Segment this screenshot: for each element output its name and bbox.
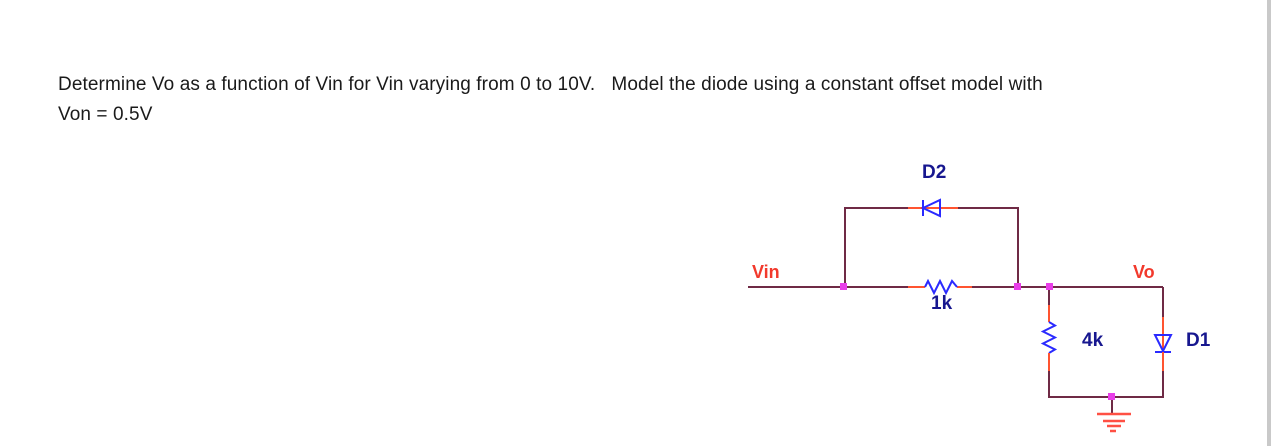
problem-text-line2: Von = 0.5V (58, 104, 153, 125)
resistor-symbol-4k (1040, 321, 1058, 354)
label-net-vo: Vo (1133, 262, 1155, 282)
diode-d2-triangle-icon (920, 198, 941, 218)
ground-symbol (1097, 412, 1131, 433)
problem-text-line1: Determine Vo as a function of Vin for Vi… (58, 74, 1043, 95)
junction-dot-branch-return (1014, 283, 1021, 290)
label-d1: D1 (1186, 330, 1211, 351)
schematic-canvas (748, 198, 1173, 433)
label-resistor-4k: 4k (1082, 330, 1104, 351)
label-resistor-1k: 1k (931, 293, 953, 314)
junction-dot-vo-node (1046, 283, 1053, 290)
window-edge-strip (1267, 0, 1271, 446)
label-d2: D2 (922, 162, 947, 183)
diode-d1-triangle-icon (1153, 334, 1173, 354)
diode-symbol-d2 (920, 198, 941, 218)
junction-dot-vin-branch (840, 283, 847, 290)
wire-top-branch-right (958, 207, 1019, 288)
junction-dot-ground (1108, 393, 1115, 400)
circuit-schematic (740, 150, 1274, 446)
label-net-vin: Vin (752, 262, 780, 282)
wire-top-branch-left (844, 207, 908, 288)
resistor-symbol-1k (924, 278, 958, 296)
